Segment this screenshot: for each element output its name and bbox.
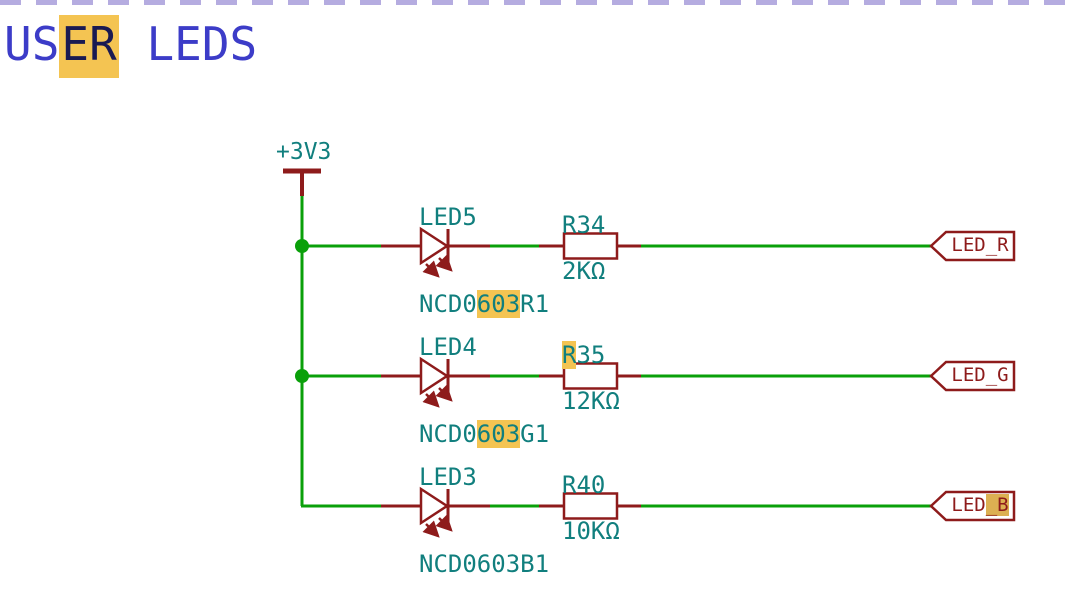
power-net-label[interactable]: +3V3 [276,139,332,165]
led-symbol[interactable] [419,356,453,408]
title-text: LEDS [118,17,258,71]
net-flag-shape[interactable] [929,230,1016,262]
led-part-number[interactable]: NCD0603R1 [419,290,550,318]
circuit-row-red [302,226,1016,278]
led-part-number[interactable]: NCD0603B1 [419,550,550,578]
resistor-reference-label[interactable]: R35 [562,341,606,369]
resistor-reference-label[interactable]: R40 [562,471,606,499]
net-flag-shape[interactable] [929,360,1016,392]
resistor-value-label[interactable]: 12KΩ [562,387,620,415]
resistor-value-label[interactable]: 2KΩ [562,257,606,285]
circuit-row-blue [301,486,1016,538]
led-part-number[interactable]: NCD0603G1 [419,420,550,448]
title-highlighted-text: ER [59,15,119,78]
resistor-reference-label[interactable]: R34 [562,211,606,239]
led-emission-arrows [422,514,453,538]
led-reference-label[interactable]: LED5 [419,203,477,231]
net-flag-label[interactable]: LED_B [951,494,1009,516]
led-emission-arrows [422,384,453,408]
sheet-title[interactable]: USER LEDS [4,15,258,78]
led-symbol[interactable] [419,486,453,538]
net-flag-label[interactable]: LED_G [951,364,1009,386]
led-symbol[interactable] [419,226,453,278]
sheet-border-dashed [0,0,1080,5]
power-symbol-3v3[interactable] [283,168,321,196]
led-reference-label[interactable]: LED3 [419,463,477,491]
net-flag-label[interactable]: LED_R [951,234,1009,256]
circuit-row-green [302,356,1016,408]
resistor-value-label[interactable]: 10KΩ [562,517,620,545]
led-emission-arrows [422,254,453,278]
led-reference-label[interactable]: LED4 [419,333,477,361]
resistor-symbol[interactable] [562,232,619,260]
title-text: US [4,17,60,71]
